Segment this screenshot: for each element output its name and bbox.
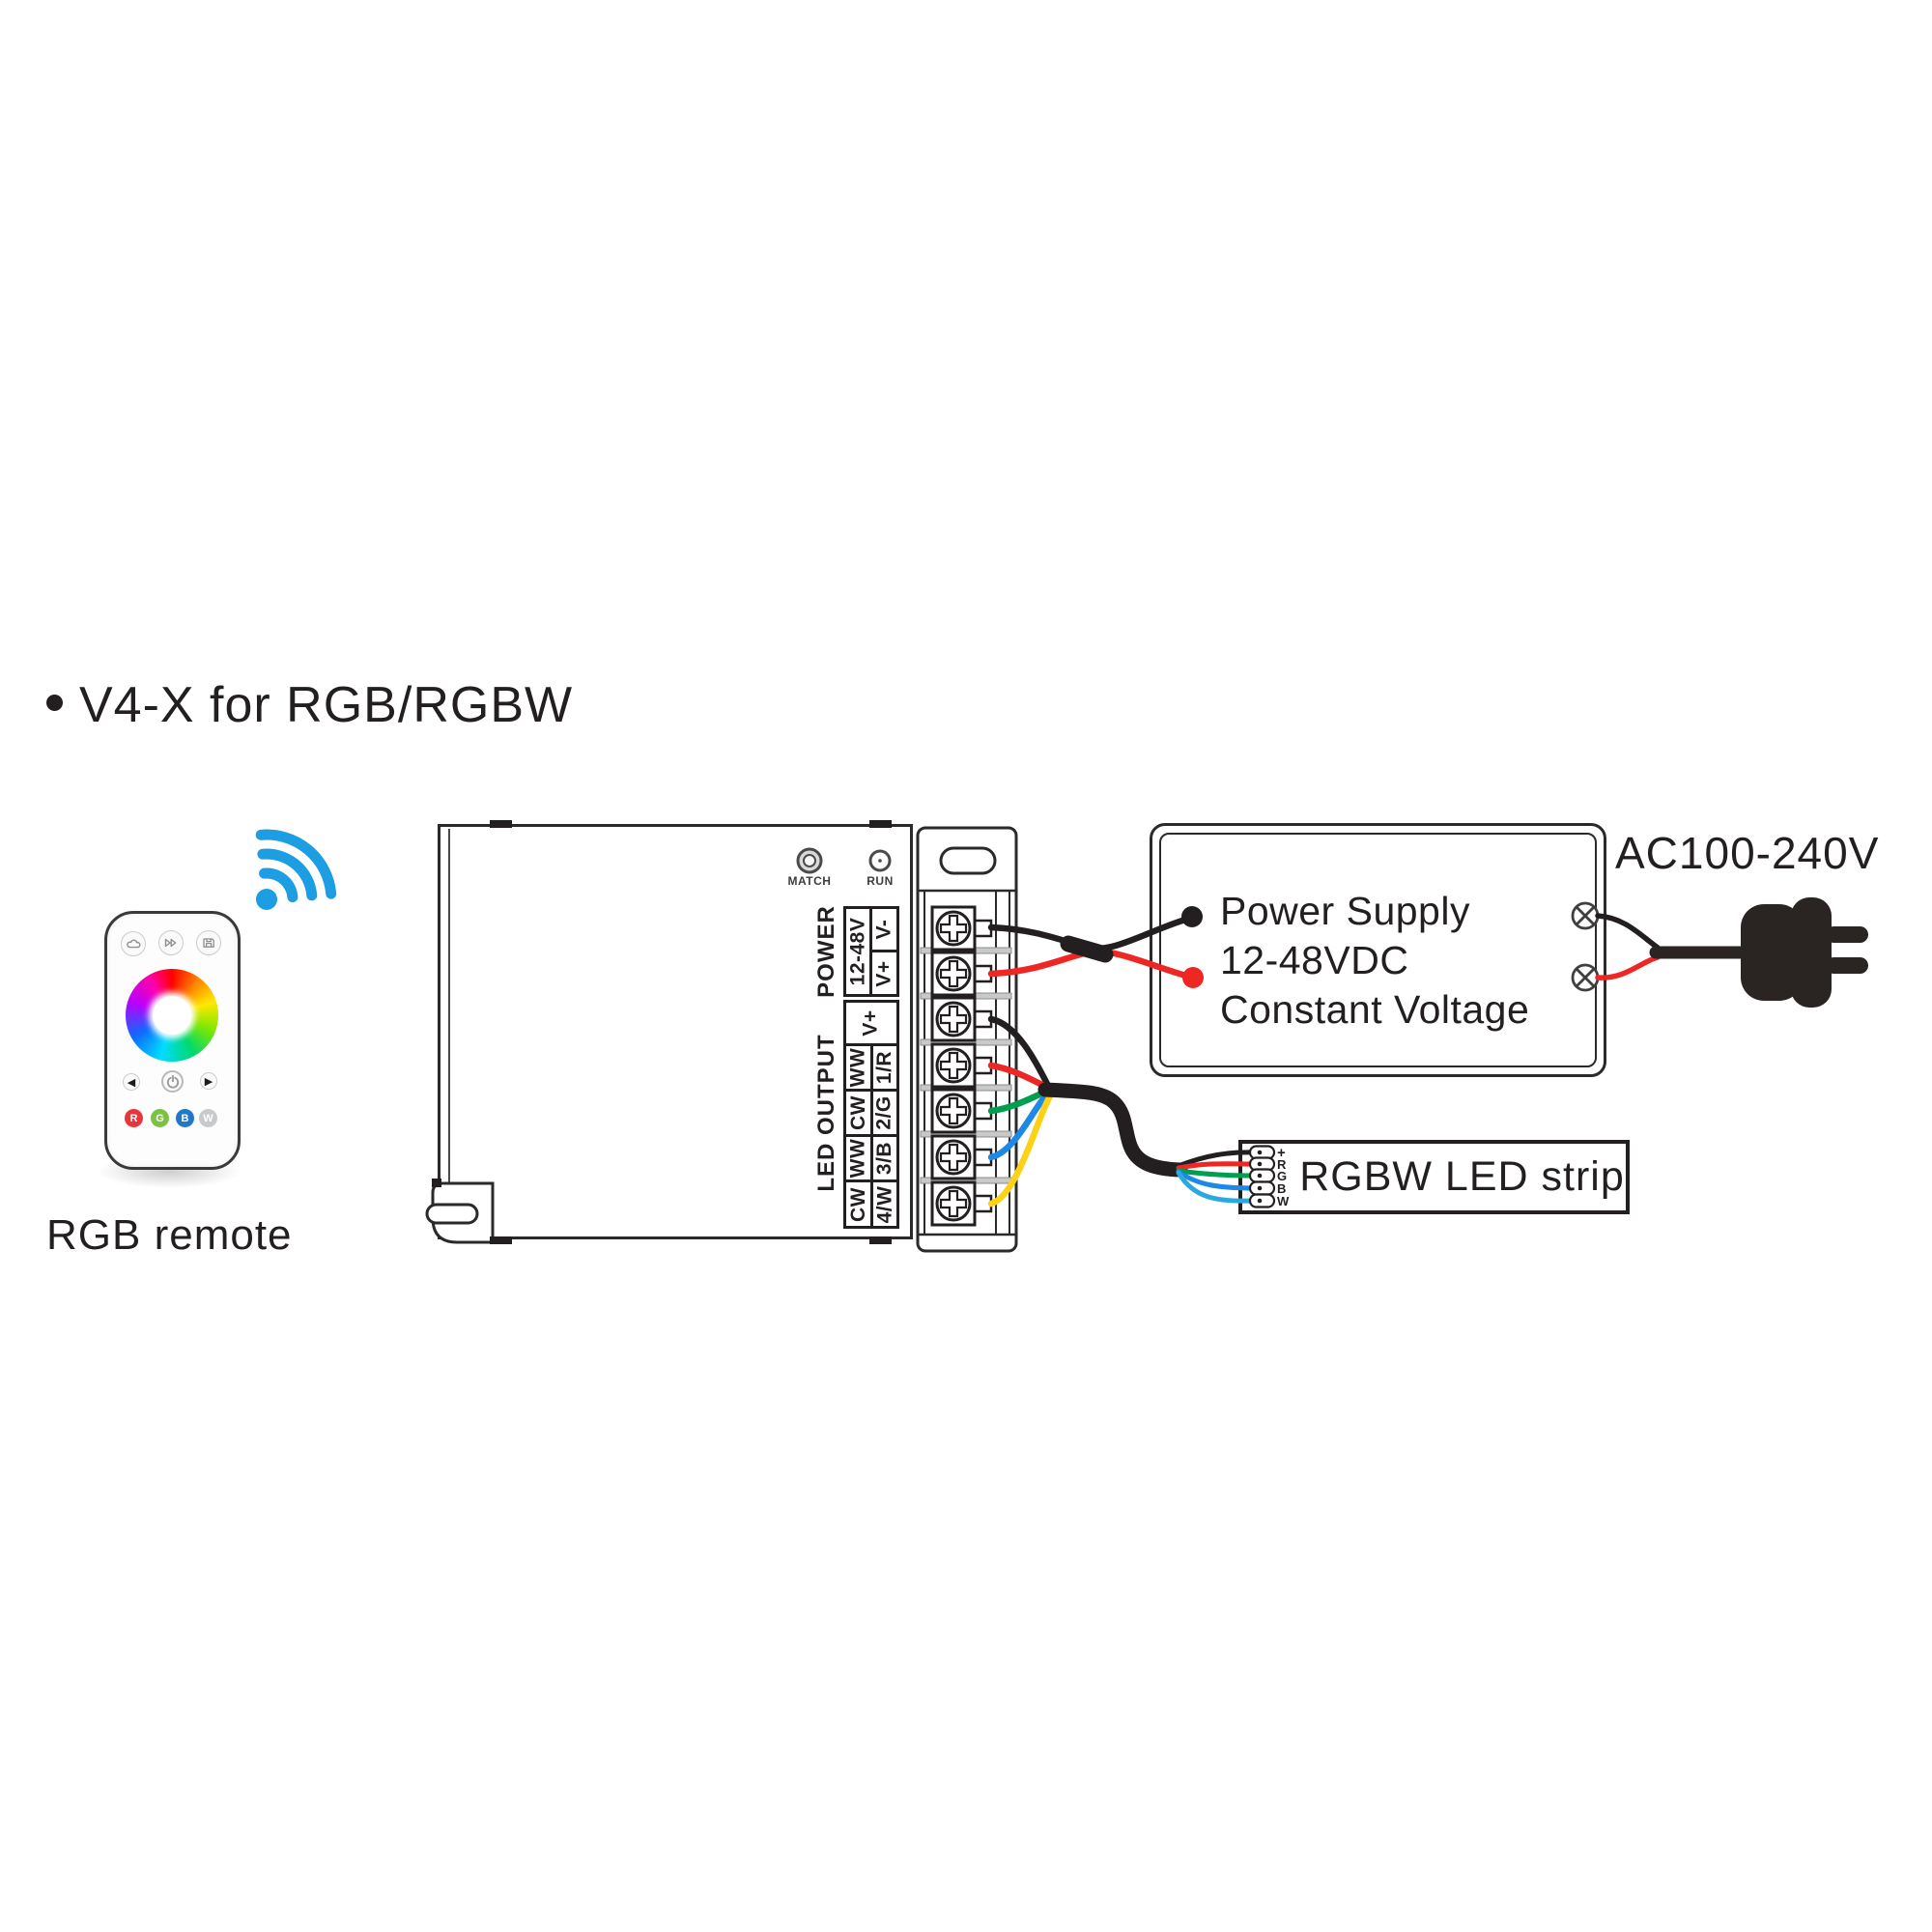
- led-alt-cell-2: CW: [843, 1089, 873, 1137]
- led-ch-cell-1: 1/R: [870, 1043, 899, 1092]
- cw-label-2: CW: [846, 1186, 869, 1222]
- terminal-separators: [920, 947, 1012, 1184]
- pin-b-label: B: [1277, 1181, 1287, 1196]
- ch1-label: 1/R: [873, 1050, 895, 1085]
- remote-right-button: ▶: [200, 1072, 217, 1090]
- page-title: V4-X for RGB/RGBW: [79, 677, 574, 733]
- terminal-screw: [930, 905, 993, 952]
- rgb-remote: ◀ ▶ R G B W: [104, 911, 241, 1170]
- color-wheel: [126, 969, 218, 1062]
- ac-wire-red: [1595, 954, 1661, 980]
- vminus-label: V-: [872, 919, 895, 940]
- key-b-label: B: [181, 1112, 189, 1124]
- pin-w-label: W: [1277, 1194, 1290, 1208]
- ac-wire-black: [1595, 913, 1661, 951]
- ac-voltage-label: AC100-240V: [1615, 828, 1880, 878]
- cloud-mode-icon: [127, 939, 141, 949]
- wire-ch1-red: [987, 1062, 1052, 1092]
- led-alt-cell-3: WW: [843, 1134, 873, 1182]
- remote-save-button: [196, 930, 221, 955]
- remote-power-button: [161, 1070, 184, 1093]
- led-alt-cell-1: WW: [843, 1043, 873, 1092]
- wire-ch3-blue: [987, 1089, 1053, 1161]
- wire-ch4-yellow: [987, 1091, 1055, 1208]
- key-r-label: R: [129, 1112, 138, 1124]
- run-label: RUN: [867, 874, 894, 888]
- ch3-label: 3/B: [873, 1141, 895, 1176]
- terminal-screw: [930, 996, 993, 1042]
- left-arrow-icon: ◀: [127, 1076, 136, 1089]
- remote-caption: RGB remote: [46, 1211, 293, 1259]
- save-scene-icon: [203, 938, 214, 948]
- remote-key-b: B: [176, 1109, 194, 1127]
- led-ch-cell-2: 2/G: [870, 1089, 899, 1137]
- plug-prong-top: [1826, 926, 1868, 943]
- power-icon: [166, 1074, 179, 1089]
- remote-play-button: [158, 930, 184, 955]
- power-range-label: 12-48V: [846, 917, 868, 986]
- wire-ferrule: [1060, 935, 1114, 963]
- controller-edge-line: [448, 829, 450, 1183]
- remote-key-g: G: [151, 1109, 169, 1127]
- key-g-label: G: [156, 1112, 164, 1124]
- vplus-label: V+: [872, 959, 895, 987]
- ww-label-2: WW: [846, 1138, 869, 1179]
- terminal-screw: [930, 951, 993, 997]
- led-strip-box: [1238, 1140, 1630, 1214]
- terminal-screw: [930, 1042, 993, 1089]
- pin-g-label: G: [1277, 1169, 1288, 1183]
- cw-label-1: CW: [846, 1095, 869, 1130]
- controller-body: [438, 824, 913, 1239]
- play-mode-icon: [164, 938, 177, 948]
- power-supply-line2: 12-48VDC: [1220, 938, 1409, 982]
- plug-prong-bottom: [1826, 957, 1868, 974]
- led-strip-label: RGBW LED strip: [1299, 1153, 1625, 1200]
- match-label: MATCH: [787, 874, 832, 888]
- ww-label-1: WW: [846, 1047, 869, 1088]
- wire-ch2-green: [987, 1087, 1052, 1115]
- power-supply-text: Power Supply 12-48VDC Constant Voltage: [1220, 887, 1529, 1035]
- right-arrow-icon: ▶: [204, 1075, 213, 1088]
- color-wheel-center: [153, 996, 191, 1035]
- led-ch-cell-4: 4/W: [870, 1179, 899, 1229]
- power-supply-line1: Power Supply: [1220, 889, 1470, 933]
- led-vplus-label: V+: [860, 1009, 882, 1037]
- terminal-screw: [930, 1088, 993, 1134]
- remote-key-w: W: [199, 1109, 217, 1127]
- pin-r-label: R: [1277, 1157, 1287, 1172]
- pin-plus-label: +: [1277, 1145, 1286, 1161]
- wire-led-vplus-black: [987, 1015, 1052, 1090]
- remote-mode-button: [121, 931, 146, 956]
- led-alt-cell-4: CW: [843, 1179, 873, 1229]
- ac-plug: [1741, 897, 1868, 1008]
- power-supply-box: [1150, 823, 1606, 1077]
- led-ch-cell-3: 3/B: [870, 1134, 899, 1182]
- ch4-label: 4/W: [873, 1185, 895, 1223]
- mounting-slot: [939, 846, 997, 875]
- wifi-dot: [256, 889, 277, 910]
- led-cable: [1037, 1082, 1188, 1178]
- terminal-screw: [930, 1180, 993, 1227]
- wifi-signal-icon: [255, 829, 337, 903]
- screw-terminals: [930, 905, 993, 1227]
- power-supply-line3: Constant Voltage: [1220, 987, 1530, 1032]
- ch2-label: 2/G: [873, 1095, 896, 1130]
- key-w-label: W: [203, 1112, 213, 1124]
- remote-key-r: R: [125, 1109, 143, 1127]
- terminal-plate: [916, 826, 1018, 1253]
- power-vplus-cell: V+: [869, 950, 899, 997]
- terminal-screw: [930, 1134, 993, 1180]
- title-bullet: [46, 695, 63, 711]
- power-range-cell: 12-48V: [843, 906, 872, 997]
- led-vplus-cell: V+: [843, 1000, 899, 1046]
- power-vminus-cell: V-: [869, 906, 899, 952]
- remote-left-button: ◀: [123, 1073, 140, 1091]
